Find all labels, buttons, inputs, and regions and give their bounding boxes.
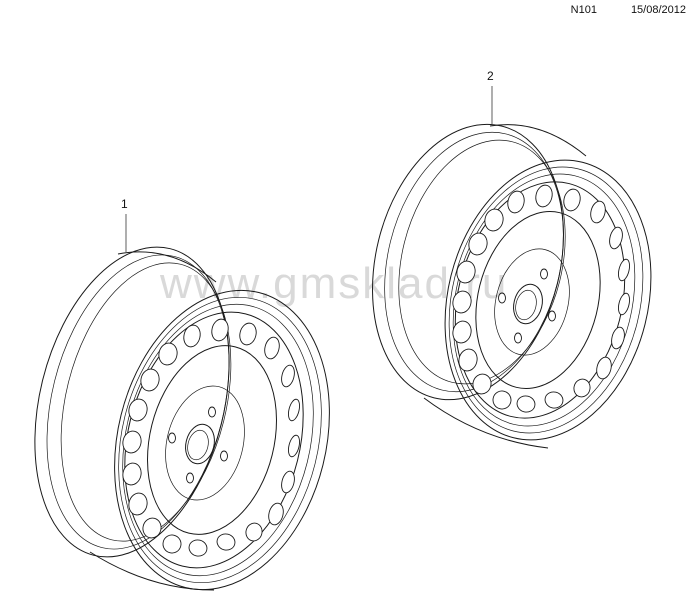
callout-1: 1	[121, 197, 128, 252]
callout-1-label: 1	[121, 197, 128, 211]
wheel-1[interactable]	[5, 226, 360, 600]
diagram-header: N101 15/08/2012	[571, 4, 686, 16]
wheel-1-hub	[168, 406, 228, 484]
diagram-code: N101	[570, 4, 597, 16]
wheel-1-back-rim	[34, 246, 232, 558]
wheel-2-vent-holes	[452, 184, 630, 413]
wheel-2-barrel	[423, 124, 587, 449]
wheel-2[interactable]	[345, 104, 680, 462]
wheel-2-back-rim	[372, 123, 566, 401]
wheel-1-front-rim	[114, 289, 330, 591]
callout-2-label: 2	[487, 69, 494, 83]
watermark-text: www.gmsklad.ru	[159, 259, 508, 308]
wheel-1-vent-holes	[122, 318, 300, 557]
wheel-1-disc	[147, 345, 277, 535]
diagram-date: 15/08/2012	[630, 4, 686, 16]
wheel-2-hub	[498, 268, 556, 344]
callout-2: 2	[487, 69, 494, 124]
wheel-2-disc	[475, 210, 601, 390]
